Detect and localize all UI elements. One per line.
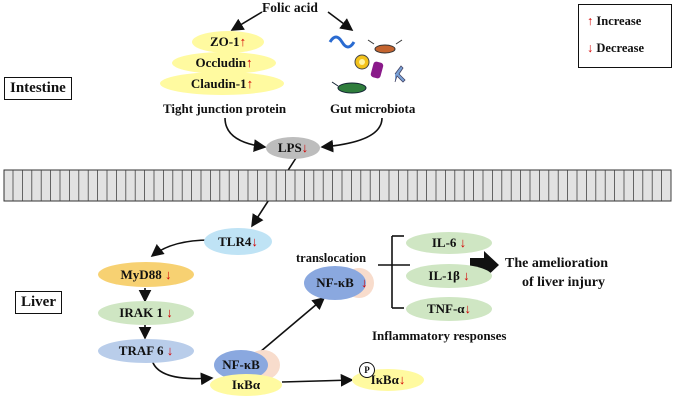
down-arrow-icon: ↓ (398, 372, 406, 387)
down-arrow-icon: ↓ (463, 268, 470, 283)
ikba-complex-node: IκBα (210, 374, 282, 396)
nfkb-nuclear-label: NF-κB (316, 275, 354, 290)
outcome-line2: of liver injury (522, 275, 605, 290)
legend-increase: ↑ Increase (587, 14, 641, 29)
up-arrow-icon: ↑ (587, 14, 594, 28)
tight-junction-caption: Tight junction protein (163, 101, 287, 116)
liver-label: Liver (15, 291, 62, 314)
traf6-label: TRAF 6 (118, 343, 164, 358)
outcome-line1: The amelioration (505, 256, 609, 271)
down-arrow-icon: ↓ (464, 301, 472, 316)
traf6-node: TRAF 6 ↓ (98, 339, 194, 363)
il1b-node: IL-1β ↓ (406, 264, 492, 288)
zo1-node: ZO-1↑ (192, 31, 264, 53)
down-arrow-icon: ↓ (361, 275, 368, 290)
zo1-label: ZO-1 (209, 34, 240, 49)
down-arrow-icon: ↓ (166, 305, 173, 320)
up-arrow-icon: ↑ (246, 55, 253, 70)
myd88-node: MyD88 ↓ (98, 262, 194, 287)
gut-microbiota-caption: Gut microbiota (330, 101, 416, 116)
down-arrow-icon: ↓ (166, 343, 174, 358)
irak1-label: IRAK 1 (119, 305, 163, 320)
legend-increase-label: Increase (596, 14, 642, 28)
intestinal-barrier (3, 169, 672, 202)
translocation-label: translocation (296, 251, 367, 265)
lps-label: LPS (277, 140, 302, 155)
il6-node: IL-6 ↓ (406, 232, 492, 254)
up-arrow-icon: ↑ (239, 34, 247, 49)
folic-acid-label: Folic acid (262, 0, 318, 15)
inflammatory-caption: Inflammatory responses (372, 328, 507, 343)
down-arrow-icon: ↓ (251, 233, 258, 249)
tlr4-label: TLR4 (218, 233, 252, 249)
occludin-label: Occludin (195, 55, 247, 70)
occludin-node: Occludin↑ (172, 52, 276, 74)
lps-node: LPS↓ (266, 137, 320, 159)
legend: ↑ Increase ↓ Decrease (578, 4, 672, 68)
myd88-label: MyD88 (120, 266, 162, 282)
irak1-node: IRAK 1 ↓ (98, 301, 194, 325)
legend-decrease: ↓ Decrease (587, 41, 644, 56)
tnfa-node: TNF-α↓ (406, 297, 492, 321)
down-arrow-icon: ↓ (164, 266, 172, 282)
il6-label: IL-6 (431, 235, 457, 250)
phospho-p-icon: P (359, 362, 375, 378)
microbes-illustration (328, 35, 406, 94)
nfkb-nuclear-node: NF-κB (304, 266, 366, 300)
down-arrow-icon: ↓ (459, 235, 467, 250)
claudin1-label: Claudin-1 (190, 75, 247, 91)
p-ikba-label: IκBα (370, 372, 399, 387)
ikba-complex-label: IκBα (231, 377, 261, 392)
down-arrow-icon: ↓ (301, 140, 309, 155)
intestine-label: Intestine (4, 77, 72, 100)
tnfa-label: TNF-α (426, 301, 465, 316)
tlr4-node: TLR4↓ (204, 228, 272, 255)
claudin1-node: Claudin-1↑ (160, 72, 284, 95)
nfkb-complex-label: NF-κB (222, 357, 260, 372)
il1b-label: IL-1β (428, 268, 460, 283)
legend-decrease-label: Decrease (596, 41, 645, 55)
down-arrow-icon: ↓ (587, 41, 594, 55)
up-arrow-icon: ↑ (246, 75, 254, 91)
